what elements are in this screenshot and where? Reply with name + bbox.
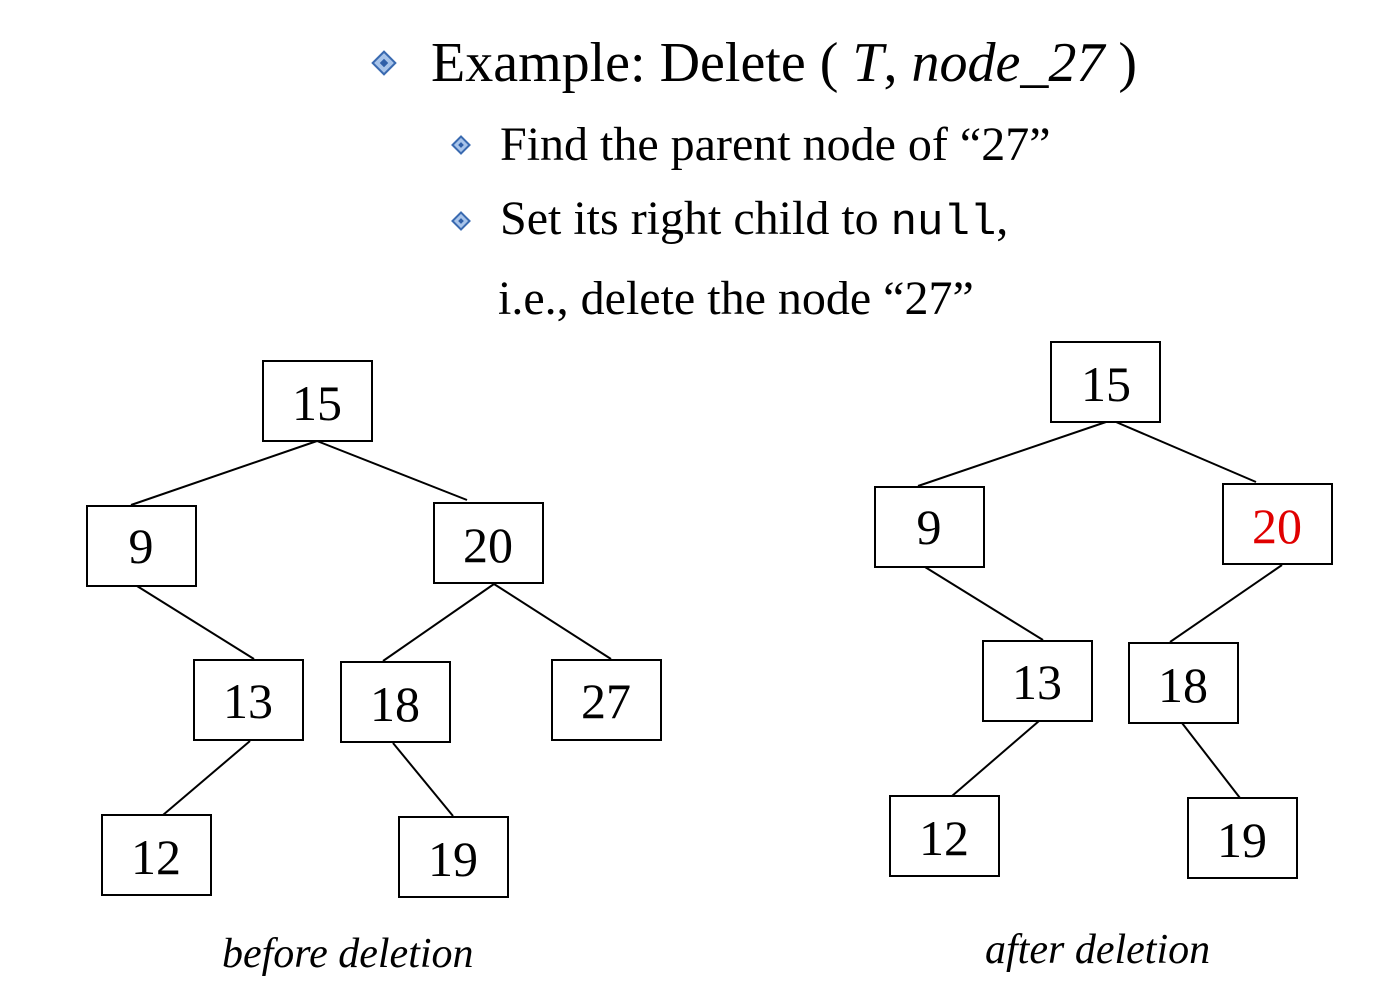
tree-node-highlighted: 20 xyxy=(1222,483,1333,565)
edge-20-27 xyxy=(493,583,612,660)
node-label: 18 xyxy=(1158,657,1208,713)
tree-node: 13 xyxy=(193,659,304,741)
sub-bullet-find: Find the parent node of “27” xyxy=(450,114,1051,176)
edge-13-12 xyxy=(162,740,251,816)
caption-before-deletion: before deletion xyxy=(222,931,474,977)
tree-node: 20 xyxy=(433,502,544,584)
edge-20-18 xyxy=(382,583,495,662)
node-label: 15 xyxy=(1081,356,1131,412)
edge-18-19 xyxy=(1181,722,1241,799)
after-tree-edges xyxy=(917,421,1283,799)
heading-prefix: Example: Delete ( xyxy=(431,32,853,94)
edge-13-12 xyxy=(951,720,1040,797)
node-label: 19 xyxy=(428,831,478,887)
node-label: 19 xyxy=(1217,812,1267,868)
edge-15-20 xyxy=(316,440,468,501)
find-text: Find the parent node of “27” xyxy=(500,118,1051,171)
heading-sep: , xyxy=(883,32,912,94)
node-label: 13 xyxy=(223,673,273,729)
before-tree-edges xyxy=(130,440,612,817)
tree-node: 15 xyxy=(262,360,373,442)
after-tree-nodes: 15 9 20 13 18 12 19 xyxy=(874,341,1333,879)
tree-node: 12 xyxy=(101,814,212,896)
heading-bullet: Example: Delete ( T, node_27 ) xyxy=(370,28,1137,98)
edge-9-13 xyxy=(924,566,1044,641)
node-label: 15 xyxy=(292,375,342,431)
tree-node: 15 xyxy=(1050,341,1161,423)
node-label: 20 xyxy=(463,517,513,573)
heading-text: Example: Delete ( T, node_27 ) xyxy=(431,28,1137,98)
tree-node: 9 xyxy=(874,486,985,568)
edge-15-9 xyxy=(917,421,1107,487)
node-label: 27 xyxy=(581,673,631,729)
node-label: 12 xyxy=(919,810,969,866)
set-text: Set its right child to null, xyxy=(500,188,1008,254)
tree-node: 9 xyxy=(86,505,197,587)
edge-15-20 xyxy=(1115,421,1257,483)
before-tree-nodes: 15 9 20 13 18 27 12 19 xyxy=(86,360,662,898)
set-prefix: Set its right child to xyxy=(500,192,891,245)
edge-9-13 xyxy=(136,585,255,660)
caption-after-deletion: after deletion xyxy=(985,927,1211,973)
heading-arg-node: node_27 xyxy=(911,32,1105,94)
continuation-text: i.e., delete the node “27” xyxy=(498,272,974,325)
set-suffix: , xyxy=(996,192,1009,245)
edge-18-19 xyxy=(392,742,454,817)
tree-node: 19 xyxy=(1187,797,1298,879)
tree-node: 13 xyxy=(982,640,1093,722)
edge-15-9 xyxy=(130,440,318,506)
tree-node: 18 xyxy=(340,661,451,743)
heading-suffix: ) xyxy=(1104,32,1138,94)
tree-node: 27 xyxy=(551,659,662,741)
node-label: 13 xyxy=(1012,654,1062,710)
null-code: null xyxy=(890,198,997,248)
node-label: 12 xyxy=(131,829,181,885)
tree-node: 12 xyxy=(889,795,1000,877)
tree-node: 18 xyxy=(1128,642,1239,724)
tree-node: 19 xyxy=(398,816,509,898)
node-label: 9 xyxy=(917,499,942,555)
node-label: 9 xyxy=(129,518,154,574)
sub-bullet-set: Set its right child to null, xyxy=(450,188,1008,254)
heading-arg-t: T xyxy=(852,32,884,94)
node-label: 18 xyxy=(370,676,420,732)
edge-20-18 xyxy=(1169,564,1283,643)
node-label: 20 xyxy=(1252,498,1302,554)
